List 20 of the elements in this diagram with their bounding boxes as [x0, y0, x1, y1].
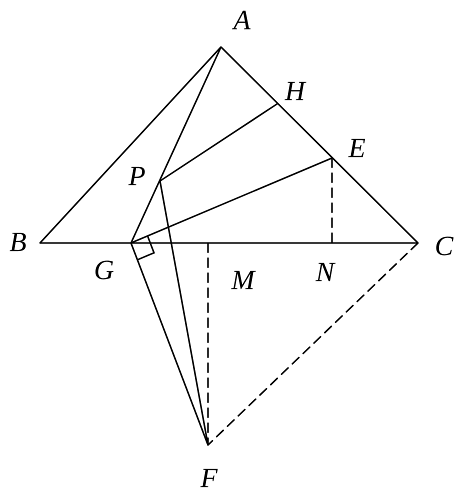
line-segment: [331, 157, 333, 244]
line-segment: [207, 242, 209, 446]
point-label: A: [232, 10, 251, 30]
point-label: H: [284, 82, 306, 100]
line-segment: [220, 46, 419, 244]
line-segment: [39, 46, 222, 244]
line-segment: [130, 157, 333, 244]
line-segment: [207, 242, 419, 446]
point-label: E: [348, 138, 366, 158]
point-label: G: [95, 260, 114, 280]
line-segment: [130, 242, 209, 446]
line-segment: [159, 103, 278, 182]
point-label: F: [200, 468, 218, 488]
point-label: C: [436, 236, 454, 256]
point-label: P: [128, 166, 145, 186]
line-segment: [39, 242, 419, 244]
point-label: N: [316, 262, 336, 282]
point-label: M: [231, 270, 256, 290]
line-segment: [130, 46, 222, 244]
point-label: B: [10, 232, 26, 252]
